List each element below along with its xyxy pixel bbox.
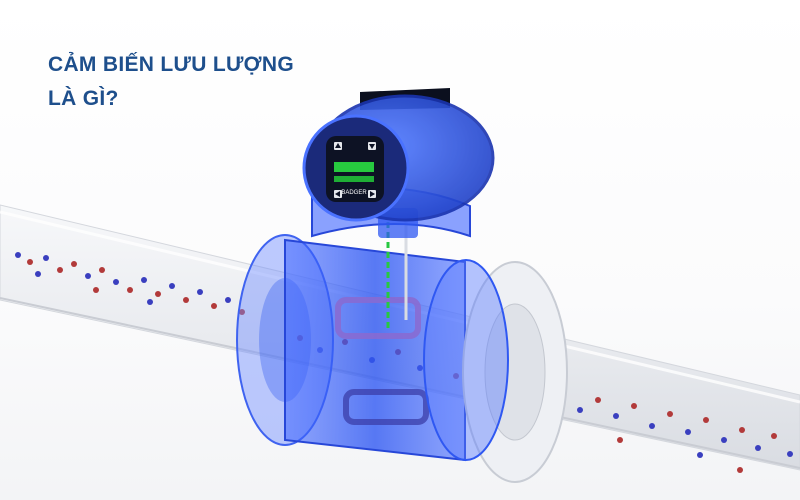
left-arrow-icon: [334, 190, 342, 198]
transmitter-head: BADGER: [302, 88, 495, 222]
up-arrow-icon: [334, 142, 342, 150]
flange-right: [423, 259, 568, 483]
title-line-2: LÀ GÌ?: [48, 87, 119, 110]
down-arrow-icon: [368, 142, 376, 150]
meter-body: [284, 222, 466, 462]
right-arrow-icon: [368, 190, 376, 198]
page-title: CẢM BIẾN LƯU LƯỢNG LÀ GÌ?: [48, 48, 294, 116]
display-bar-bottom: [334, 176, 374, 182]
title-line-1: CẢM BIẾN LƯU LƯỢNG: [48, 53, 294, 76]
display-bar-top: [334, 162, 374, 172]
coil-bottom: [343, 389, 429, 425]
coil-top: [335, 297, 421, 339]
display-brand-label: BADGER: [341, 190, 367, 196]
